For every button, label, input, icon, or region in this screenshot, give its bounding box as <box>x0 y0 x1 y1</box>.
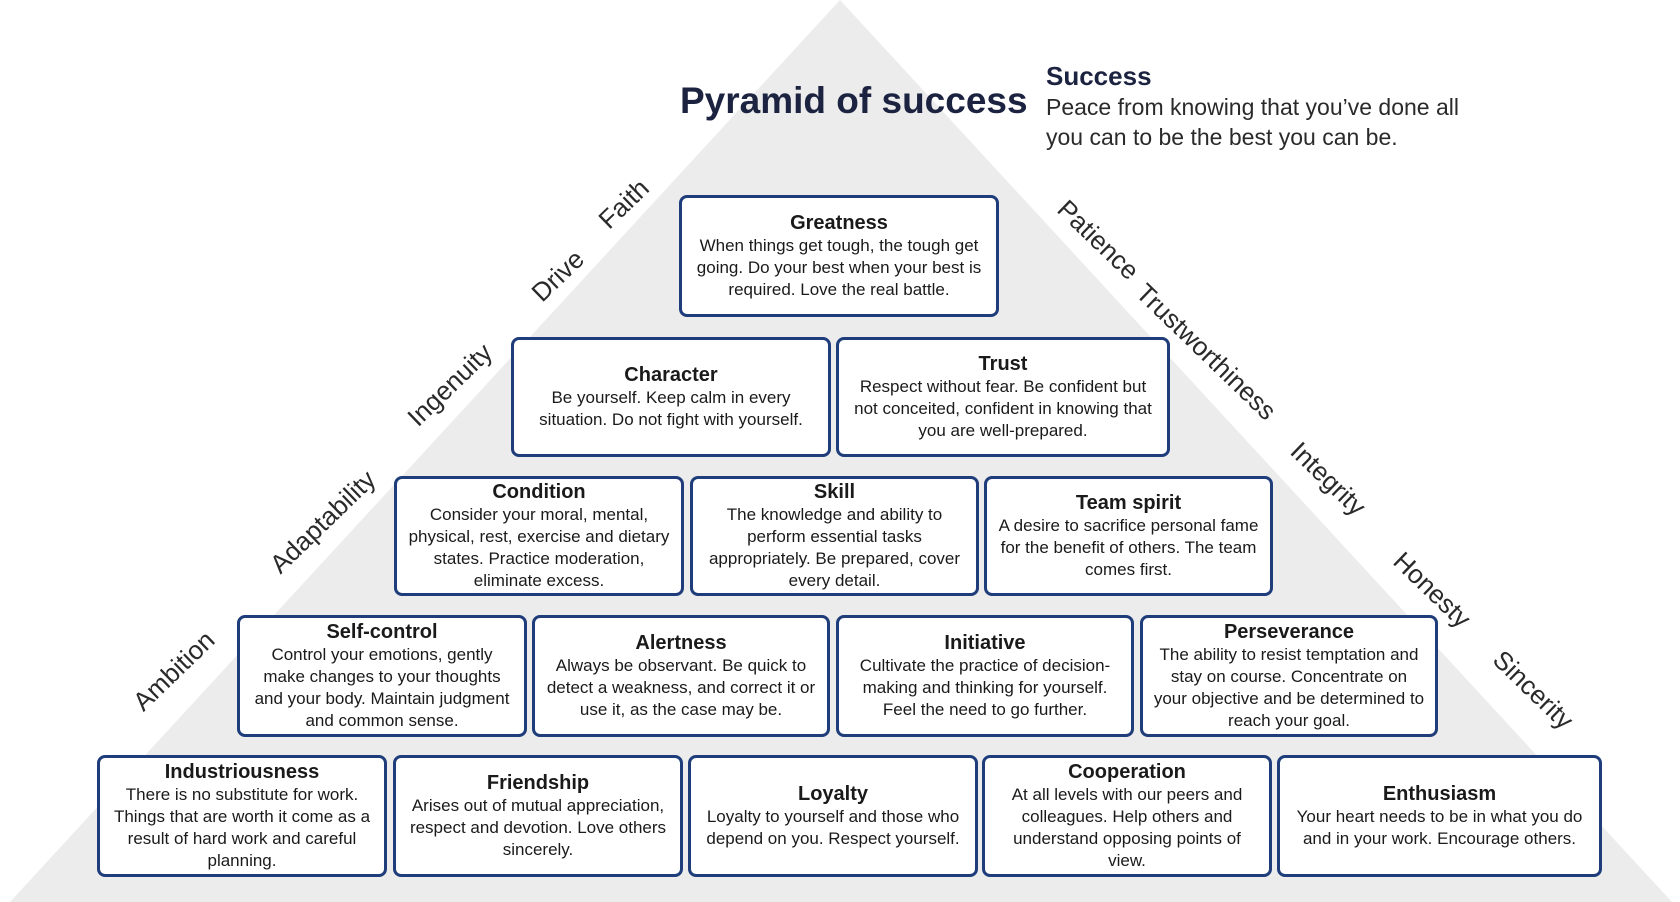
block-description: Arises out of mutual appreciation, respe… <box>409 796 667 859</box>
block-title: Cooperation <box>1068 761 1186 783</box>
block-title: Trust <box>978 353 1028 375</box>
block-description: Your heart needs to be in what you do an… <box>1296 807 1583 848</box>
block-description: Be yourself. Keep calm in every situatio… <box>539 388 803 429</box>
block-description: Respect without fear. Be confident but n… <box>854 377 1152 440</box>
success-description: Peace from knowing that you’ve done all … <box>1046 94 1459 150</box>
block-title: Self-control <box>326 621 438 643</box>
block-self-control: Self-control Control your emotions, gent… <box>237 615 527 737</box>
block-title: Greatness <box>790 212 888 234</box>
block-description: The knowledge and ability to perform ess… <box>708 505 961 590</box>
block-description: Loyalty to yourself and those who depend… <box>706 807 960 848</box>
block-title: Industriousness <box>164 761 320 783</box>
success-heading: Success <box>1046 61 1152 91</box>
block-team-spirit: Team spirit A desire to sacrifice person… <box>984 476 1273 596</box>
block-skill: Skill The knowledge and ability to perfo… <box>690 476 979 596</box>
block-alertness: Alertness Always be observant. Be quick … <box>532 615 830 737</box>
block-title: Loyalty <box>797 783 869 805</box>
block-title: Enthusiasm <box>1382 783 1497 805</box>
block-title: Skill <box>813 481 856 503</box>
block-description: There is no substitute for work. Things … <box>113 785 371 870</box>
block-industriousness: Industriousness There is no substitute f… <box>97 755 387 877</box>
block-description: A desire to sacrifice personal fame for … <box>998 516 1259 579</box>
block-title: Initiative <box>944 632 1026 654</box>
block-title: Alertness <box>635 632 727 654</box>
block-title: Friendship <box>486 772 590 794</box>
block-title: Team spirit <box>1075 492 1182 514</box>
block-title: Perseverance <box>1223 621 1355 643</box>
block-loyalty: Loyalty Loyalty to yourself and those wh… <box>688 755 978 877</box>
block-title: Character <box>624 364 718 386</box>
page-title: Pyramid of success <box>680 80 1028 121</box>
block-cooperation: Cooperation At all levels with our peers… <box>982 755 1272 877</box>
block-enthusiasm: Enthusiasm Your heart needs to be in wha… <box>1277 755 1602 877</box>
block-trust: Trust Respect without fear. Be confident… <box>836 337 1170 457</box>
success-block: Success Peace from knowing that you’ve d… <box>1046 60 1476 152</box>
block-description: Cultivate the practice of decision-makin… <box>859 656 1111 719</box>
block-description: Always be observant. Be quick to detect … <box>546 656 816 719</box>
block-friendship: Friendship Arises out of mutual apprecia… <box>393 755 683 877</box>
block-description: The ability to resist temptation and sta… <box>1153 645 1425 730</box>
block-condition: Condition Consider your moral, mental, p… <box>394 476 684 596</box>
block-perseverance: Perseverance The ability to resist tempt… <box>1140 615 1438 737</box>
block-description: Consider your moral, mental, physical, r… <box>408 505 670 590</box>
block-description: Control your emotions, gently make chang… <box>254 645 510 730</box>
block-title: Condition <box>492 481 586 503</box>
block-description: When things get tough, the tough get goi… <box>696 236 982 299</box>
block-character: Character Be yourself. Keep calm in ever… <box>511 337 831 457</box>
block-greatness: Greatness When things get tough, the tou… <box>679 195 999 317</box>
block-description: At all levels with our peers and colleag… <box>1011 785 1243 870</box>
block-initiative: Initiative Cultivate the practice of dec… <box>836 615 1134 737</box>
